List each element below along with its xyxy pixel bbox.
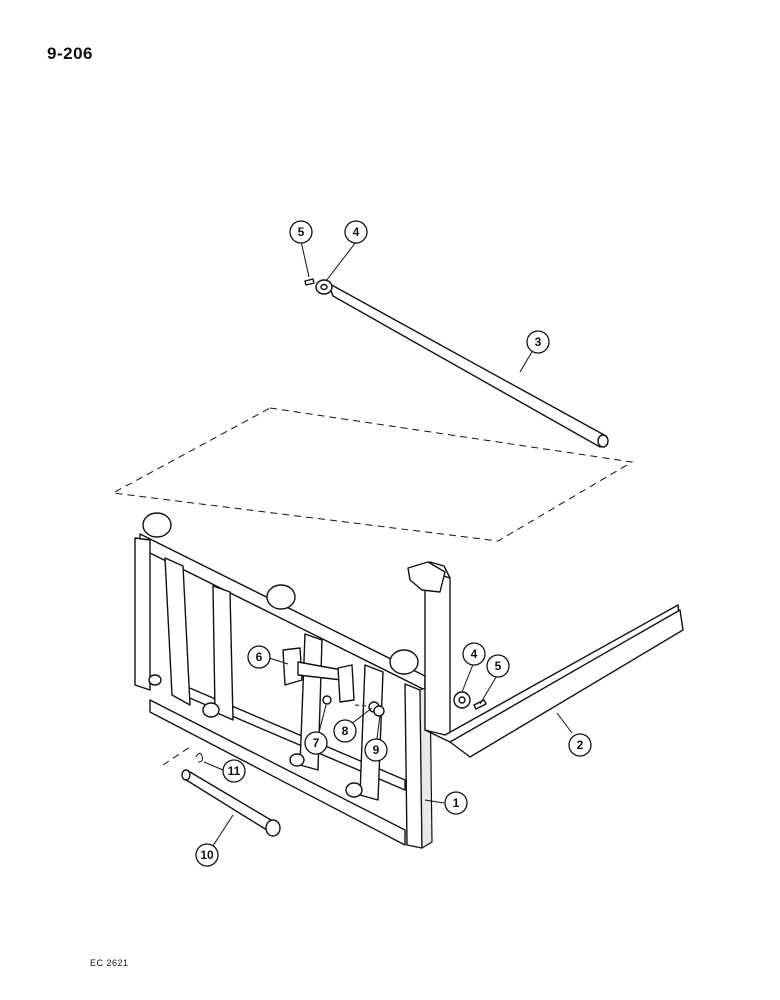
figure-code: EC 2621 xyxy=(90,958,129,968)
callout-8-label: 8 xyxy=(342,724,349,738)
bolt xyxy=(322,695,332,705)
carriage-frame xyxy=(134,512,433,850)
callout-1-label: 1 xyxy=(453,796,460,810)
callout-3: 3 xyxy=(526,330,550,354)
callout-3-label: 3 xyxy=(535,335,542,349)
callout-4-lower-label: 4 xyxy=(471,647,478,661)
callout-7: 7 xyxy=(304,731,328,755)
retaining-clip xyxy=(195,752,203,763)
top-roller-left xyxy=(142,512,172,538)
callout-1: 1 xyxy=(444,791,468,815)
shaft xyxy=(304,278,609,448)
cotter-pin-top xyxy=(304,278,315,286)
callout-4-top-label: 4 xyxy=(353,225,360,239)
callout-11: 11 xyxy=(222,759,246,783)
callout-2-label: 2 xyxy=(577,738,584,752)
fork-tine xyxy=(407,561,684,758)
alignment-outline xyxy=(111,407,634,542)
top-roller-right xyxy=(389,649,419,675)
page-number: 9-206 xyxy=(47,44,93,63)
cotter-pin-lower xyxy=(473,699,487,710)
mounting-bracket xyxy=(282,647,355,703)
nut xyxy=(373,705,385,717)
callout-2: 2 xyxy=(568,733,592,757)
callout-11-label: 11 xyxy=(228,764,241,778)
callout-6: 6 xyxy=(247,645,271,669)
callout-4-lower: 4 xyxy=(462,642,486,666)
callout-9: 9 xyxy=(364,738,388,762)
callout-5-lower: 5 xyxy=(486,654,510,678)
callout-7-label: 7 xyxy=(313,736,320,750)
callout-5-top-label: 5 xyxy=(298,225,305,239)
top-roller-middle xyxy=(266,584,296,610)
callout-4-top: 4 xyxy=(344,220,368,244)
callout-5-top: 5 xyxy=(289,220,313,244)
callout-10: 10 xyxy=(195,843,219,867)
callout-5-lower-label: 5 xyxy=(495,659,502,673)
callout-10-label: 10 xyxy=(200,848,214,862)
callout-9-label: 9 xyxy=(373,743,380,757)
callout-8: 8 xyxy=(333,719,357,743)
pivot-pin xyxy=(181,769,281,837)
callout-6-label: 6 xyxy=(256,650,263,664)
